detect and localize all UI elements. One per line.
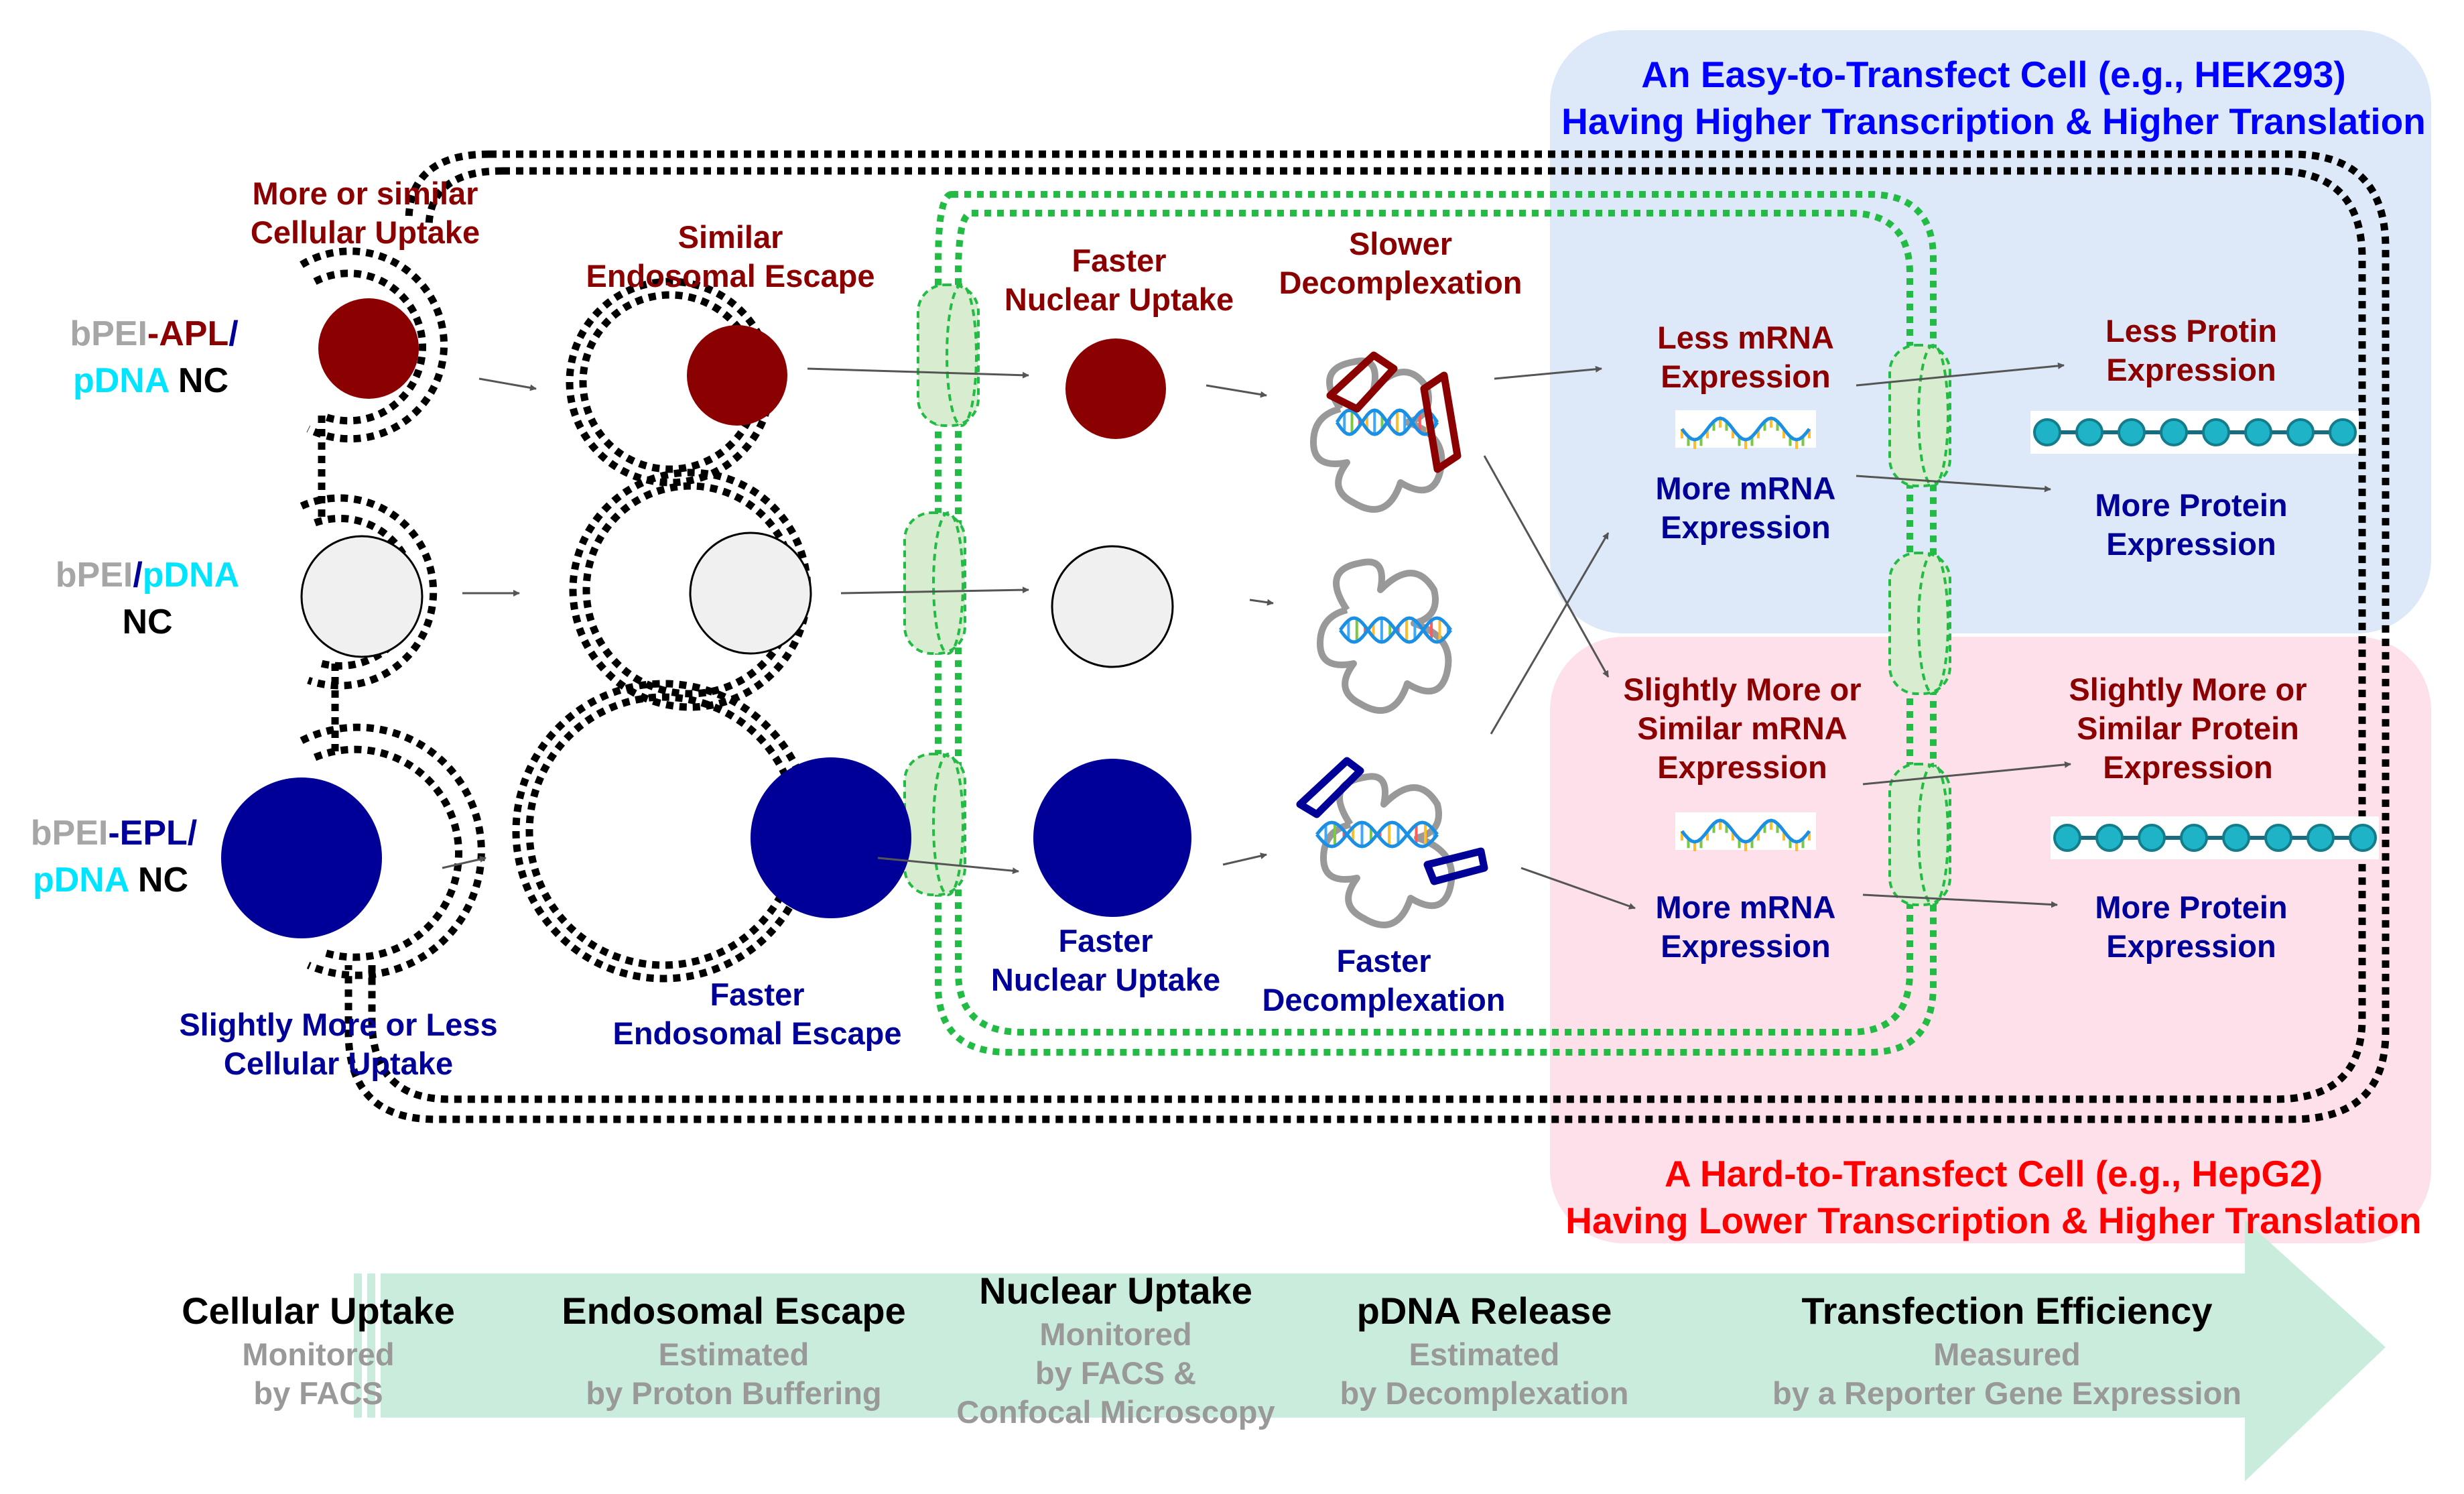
arrow-icon <box>442 856 487 869</box>
decomplex-bpei <box>1317 558 1453 714</box>
hard-cell-box <box>1550 637 2431 1243</box>
arrow-icon <box>1249 599 1274 606</box>
nc-apl-cell <box>318 298 419 399</box>
arrow-icon <box>1206 384 1267 398</box>
nc-epl-nucleus <box>1033 759 1191 917</box>
nc-label-epl: bPEI-EPL/ <box>31 814 197 853</box>
polymer-coil-icon <box>1317 558 1452 714</box>
dna-helix-icon <box>1338 616 1453 644</box>
protein-chain-icon <box>2030 411 2359 454</box>
arrow-icon <box>840 586 1029 595</box>
arrow-icon <box>1862 893 2058 908</box>
arrow-icon <box>807 367 1029 379</box>
arrow-icon <box>1494 365 1602 380</box>
nc-apl-nucleus <box>1065 338 1166 439</box>
nuclear-pore-icon <box>917 284 980 427</box>
nc-epl-endosome <box>751 757 911 918</box>
nc-bpei-nucleus <box>1051 545 1174 668</box>
expression-icons <box>1675 410 2379 859</box>
arrow-icon <box>1222 853 1267 866</box>
decomplex-coils <box>1296 351 1488 928</box>
polymer-coil-icon <box>1320 773 1455 928</box>
arrow-icon <box>1856 475 2051 493</box>
mrna-icon <box>1675 812 1816 851</box>
arrow-icon <box>478 377 537 391</box>
arrow-icon <box>1520 867 1636 910</box>
protein-chain-icon <box>2051 816 2379 859</box>
nc-label-epl-2: pDNA NC <box>33 861 188 899</box>
step-title-1: Endosomal Escape <box>562 1290 906 1332</box>
nuclear-pore-icon <box>1888 552 1951 695</box>
step-title-0: Cellular Uptake <box>182 1290 455 1332</box>
nc-apl-endosome <box>687 325 787 426</box>
process-arrow <box>348 1220 2386 1481</box>
dna-helix-icon <box>1335 408 1439 436</box>
easy-cell-box <box>1550 30 2431 633</box>
nuclear-pore-icon <box>903 511 966 655</box>
decomplex-epl <box>1296 757 1488 928</box>
nanocomplexes <box>221 298 1191 938</box>
step-title-2: Nuclear Uptake <box>979 1269 1252 1312</box>
nc-label-apl-2: pDNA NC <box>73 361 229 400</box>
nuclear-pore-icon <box>1888 344 1951 487</box>
nuclear-pore-icon <box>903 753 966 896</box>
decomplex-apl <box>1310 351 1462 513</box>
arrow-icon <box>877 857 1019 875</box>
nc-label-bpei: bPEI/pDNA <box>56 556 239 595</box>
nc-epl-cell <box>221 777 382 938</box>
arrow-icon <box>1483 455 1610 678</box>
nc-bpei-endosome <box>689 532 812 655</box>
nc-label-apl: bPEI-APL/ <box>70 314 238 353</box>
hard-cell-title: A Hard-to-Transfect Cell (e.g., HepG2)Ha… <box>1565 1153 2421 1241</box>
step-title-3: pDNA Release <box>1357 1290 1612 1332</box>
step-title-4: Transfection Efficiency <box>1801 1290 2212 1332</box>
arrows <box>442 362 2071 910</box>
mrna-icon <box>1675 410 1816 449</box>
nc-bpei-cell <box>300 535 424 658</box>
arrow-icon <box>1862 761 2071 786</box>
nuclear-pore-icon <box>1888 763 1951 906</box>
arrow-icon <box>1856 362 2065 387</box>
arrow-icon <box>1490 532 1610 735</box>
easy-cell-title: An Easy-to-Transfect Cell (e.g., HEK293)… <box>1561 54 2426 142</box>
dna-helix-icon <box>1315 820 1439 849</box>
nuclear-membrane <box>935 191 1937 1056</box>
nc-label-bpei-2: NC <box>122 603 172 641</box>
cell-membrane <box>344 150 2390 1123</box>
